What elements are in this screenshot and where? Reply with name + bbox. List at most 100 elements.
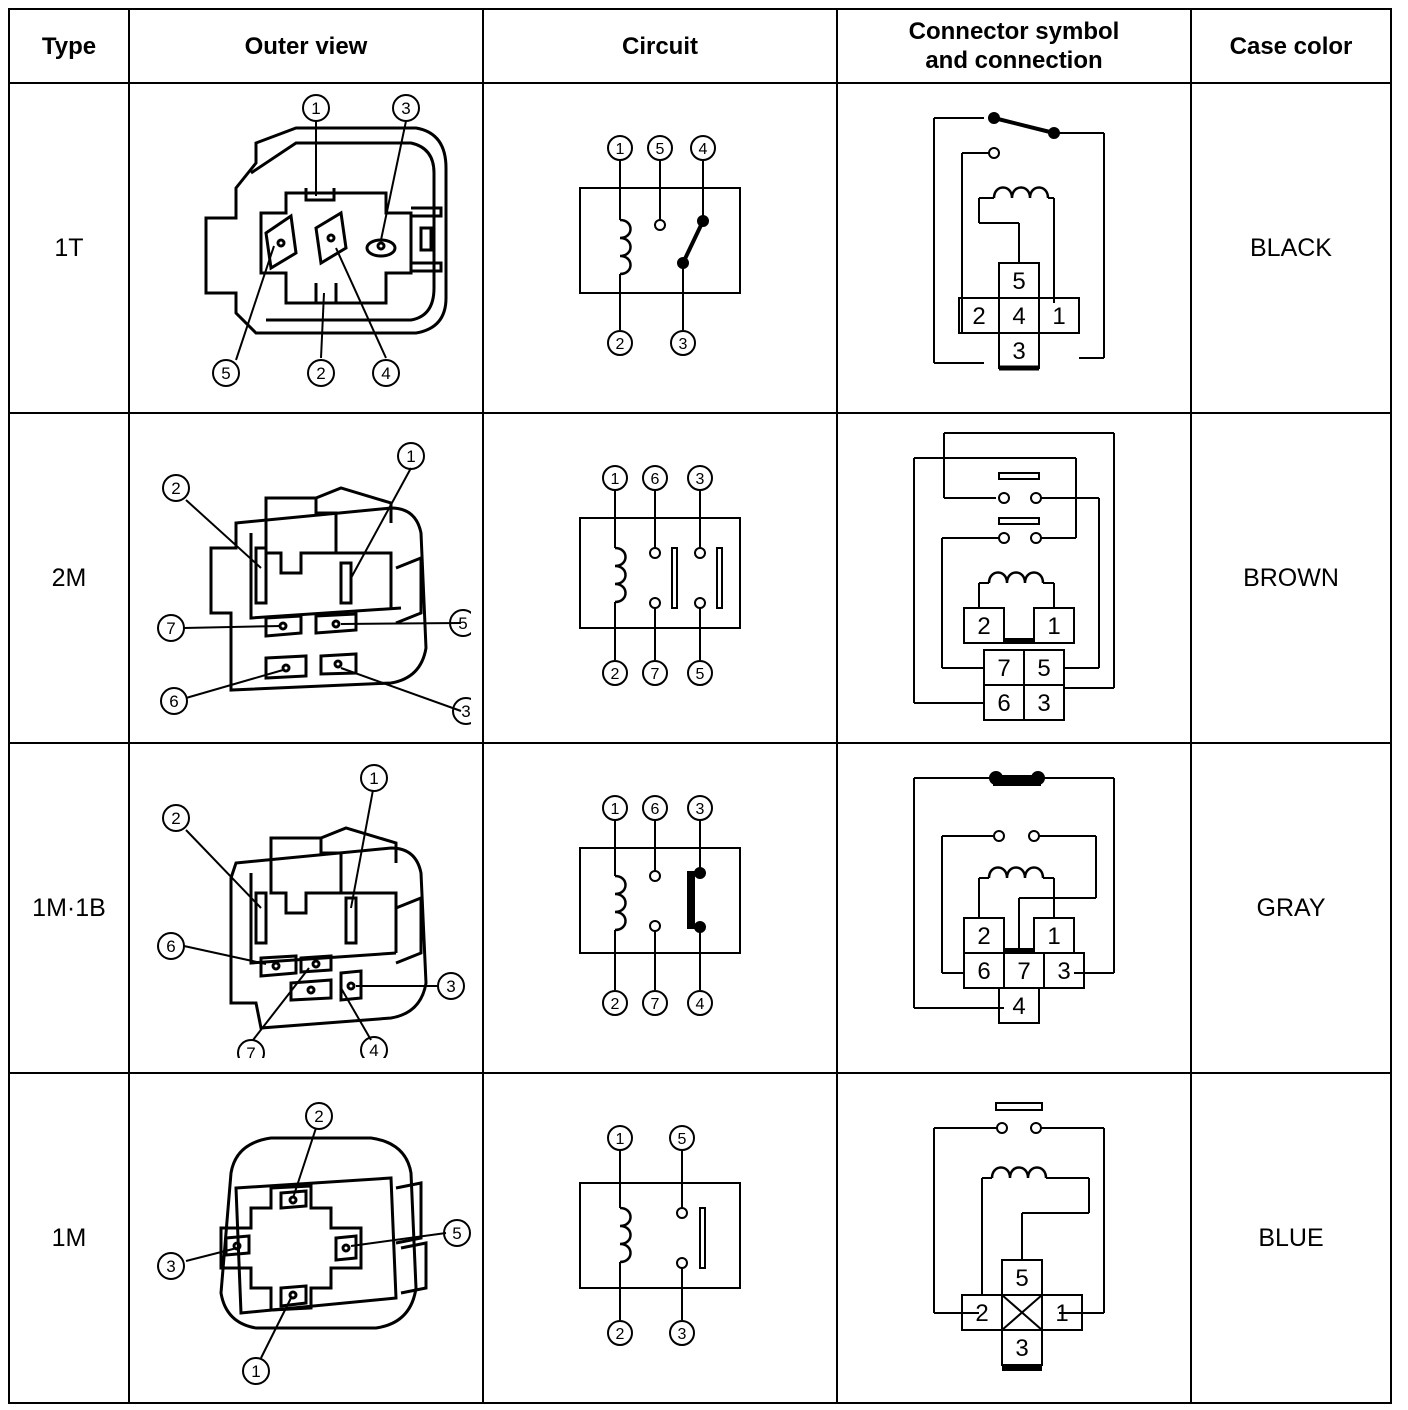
- circuit-terminal-label: 3: [678, 1326, 687, 1343]
- relay-row-1m: 1M 2 5: [8, 1072, 1392, 1404]
- case-color-cell: BLUE: [1190, 1072, 1392, 1404]
- connector-terminal-label: 4: [1012, 303, 1025, 330]
- connector-cell: 5 2 4 1 3: [836, 82, 1192, 414]
- circuit-terminal-label: 7: [651, 996, 660, 1013]
- type-cell: 1M·1B: [8, 742, 130, 1074]
- outer-terminal-label: 5: [458, 614, 467, 633]
- outer-terminal-label: 1: [406, 447, 415, 466]
- outer-terminal-label: 6: [166, 937, 175, 956]
- circuit-terminal-label: 6: [651, 471, 660, 488]
- outer-terminal-label: 5: [221, 364, 230, 383]
- type-cell: 1T: [8, 82, 130, 414]
- outer-view-cell: 2 1 7 5 6 3: [128, 412, 484, 744]
- circuit-terminal-label: 4: [699, 141, 708, 158]
- connector-terminal-label: 2: [972, 303, 985, 330]
- type-cell: 1M: [8, 1072, 130, 1404]
- connector-terminal-label: 1: [1055, 1300, 1068, 1327]
- header-outer-view: Outer view: [128, 8, 484, 84]
- relay-table: Type Outer view Circuit Connector symbol…: [8, 8, 1392, 1404]
- header-case-color: Case color: [1190, 8, 1392, 84]
- circuit-diagram-1m1b: 1 6 3 2 7 4: [579, 795, 741, 1016]
- connector-terminal-label: 3: [1057, 958, 1070, 985]
- outer-terminal-label: 2: [171, 479, 180, 498]
- outer-terminal-label: 1: [251, 1362, 260, 1381]
- circuit-terminal-label: 2: [611, 666, 620, 683]
- connector-terminal-label: 5: [1012, 268, 1025, 295]
- outer-terminal-label: 3: [446, 977, 455, 996]
- circuit-terminal-label: 6: [651, 801, 660, 818]
- circuit-terminal-label: 1: [611, 471, 620, 488]
- circuit-diagram-1t: 1 5 4 2 3: [579, 135, 741, 356]
- connector-terminal-label: 4: [1012, 993, 1025, 1020]
- circuit-terminal-label: 7: [651, 666, 660, 683]
- header-row: Type Outer view Circuit Connector symbol…: [8, 8, 1392, 84]
- outer-terminal-label: 7: [246, 1044, 255, 1058]
- connector-terminal-label: 3: [1037, 690, 1050, 717]
- connector-cell: 2 1 6 7 3 4: [836, 742, 1192, 1074]
- outer-terminal-label: 7: [166, 619, 175, 638]
- header-connector-text: Connector symbol and connection: [908, 18, 1120, 74]
- circuit-terminal-label: 4: [696, 996, 705, 1013]
- case-color-cell: BROWN: [1190, 412, 1392, 744]
- outer-terminal-label: 2: [171, 809, 180, 828]
- outer-view-drawing-1m: 2 5 3 1: [157, 1102, 471, 1385]
- outer-view-drawing-1m1b: 1 2 6 3 7 4: [157, 764, 465, 1058]
- circuit-terminal-label: 2: [616, 1326, 625, 1343]
- outer-terminal-label: 5: [452, 1224, 461, 1243]
- circuit-terminal-label: 5: [696, 666, 705, 683]
- circuit-terminal-label: 2: [611, 996, 620, 1013]
- header-type: Type: [8, 8, 130, 84]
- connector-terminal-label: 6: [997, 690, 1010, 717]
- circuit-terminal-label: 1: [616, 1131, 625, 1148]
- connector-terminal-label: 7: [1017, 958, 1030, 985]
- connector-terminal-label: 3: [1012, 338, 1025, 365]
- circuit-terminal-label: 3: [679, 336, 688, 353]
- circuit-cell: 1 6 3 2 7 4: [482, 742, 838, 1074]
- outer-view-cell: 1 2 6 3 7 4: [128, 742, 484, 1074]
- outer-terminal-label: 3: [461, 702, 470, 721]
- case-color-cell: BLACK: [1190, 82, 1392, 414]
- outer-terminal-label: 2: [314, 1107, 323, 1126]
- circuit-terminal-label: 5: [678, 1131, 687, 1148]
- connector-terminal-label: 6: [977, 958, 990, 985]
- outer-terminal-label: 1: [311, 99, 320, 118]
- connector-terminal-label: 1: [1047, 923, 1060, 950]
- case-color-cell: GRAY: [1190, 742, 1392, 1074]
- connector-terminal-label: 7: [997, 655, 1010, 682]
- outer-view-cell: 2 5 3 1: [128, 1072, 484, 1404]
- connector-terminal-label: 1: [1047, 613, 1060, 640]
- relay-row-2m: 2M: [8, 412, 1392, 744]
- circuit-terminal-label: 3: [696, 801, 705, 818]
- connector-terminal-label: 5: [1037, 655, 1050, 682]
- outer-terminal-label: 4: [381, 364, 390, 383]
- circuit-cell: 1 6 3 2 7 5: [482, 412, 838, 744]
- circuit-cell: 1 5 2 3: [482, 1072, 838, 1404]
- circuit-terminal-label: 1: [616, 141, 625, 158]
- connector-terminal-label: 2: [977, 923, 990, 950]
- outer-terminal-label: 3: [166, 1257, 175, 1276]
- connector-diagram-1m1b: 2 1 6 7 3 4: [913, 771, 1115, 1024]
- circuit-diagram-1m: 1 5 2 3: [579, 1125, 741, 1346]
- relay-row-1m1b: 1M·1B: [8, 742, 1392, 1074]
- connector-cell: 5 2 1 3: [836, 1072, 1192, 1404]
- connector-terminal-label: 2: [977, 613, 990, 640]
- outer-terminal-label: 3: [401, 99, 410, 118]
- connector-diagram-1m: 5 2 1 3: [933, 1102, 1105, 1371]
- outer-view-drawing-2m: 2 1 7 5 6 3: [157, 442, 471, 725]
- header-circuit: Circuit: [482, 8, 838, 84]
- connector-cell: 2 1 7 5 6 3: [836, 412, 1192, 744]
- outer-view-cell: 1 3 5 2 4: [128, 82, 484, 414]
- connector-diagram-1t: 5 2 4 1 3: [933, 112, 1105, 371]
- connector-terminal-label: 1: [1052, 303, 1065, 330]
- circuit-terminal-label: 3: [696, 471, 705, 488]
- header-connector: Connector symbol and connection: [836, 8, 1192, 84]
- circuit-terminal-label: 1: [611, 801, 620, 818]
- connector-terminal-label: 2: [975, 1300, 988, 1327]
- outer-terminal-label: 1: [369, 769, 378, 788]
- circuit-terminal-label: 2: [616, 336, 625, 353]
- circuit-diagram-2m: 1 6 3 2 7 5: [579, 465, 741, 686]
- outer-terminal-label: 4: [369, 1041, 378, 1058]
- type-cell: 2M: [8, 412, 130, 744]
- circuit-terminal-label: 5: [656, 141, 665, 158]
